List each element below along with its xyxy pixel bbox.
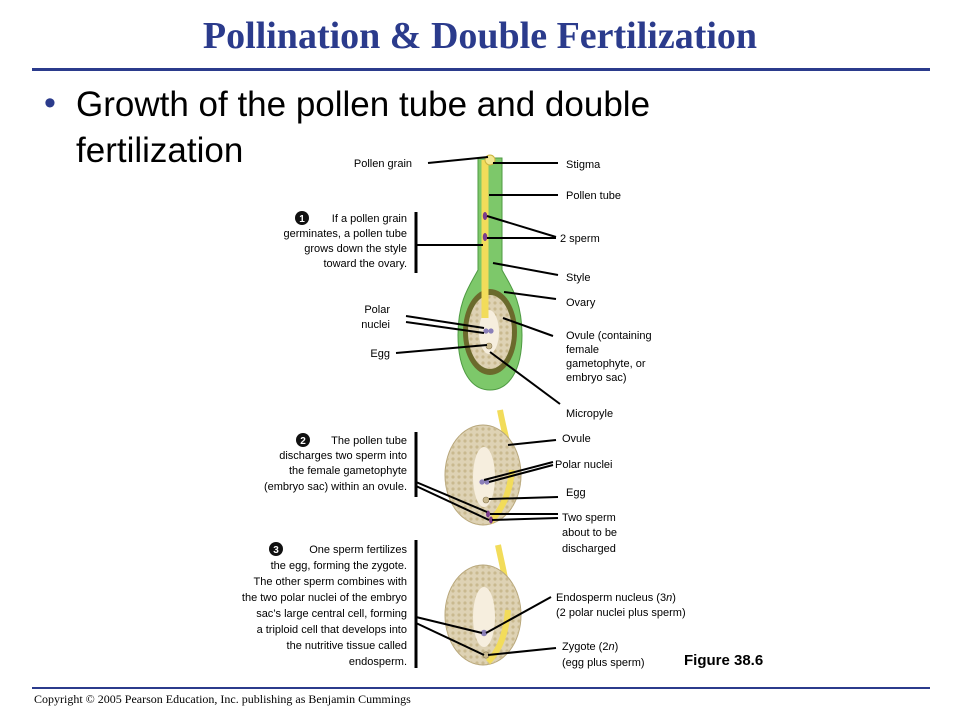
step-2-line-3: the female gametophyte — [289, 465, 407, 477]
step-1-line-4: toward the ovary. — [323, 258, 407, 270]
leader-ovary — [503, 291, 557, 300]
egg-cell-2 — [482, 496, 490, 504]
label-two-sperm-2-1: Two sperm — [562, 512, 616, 524]
leader-polar-2a — [483, 461, 554, 481]
step-3-line-7: the nutritive tissue called — [287, 640, 407, 652]
leader-pollen-grain — [427, 156, 489, 164]
step-2-number: 2 — [300, 436, 306, 447]
label-polar-1: Polar — [364, 304, 390, 316]
step-2-line-2: discharges two sperm into — [279, 450, 407, 462]
leader-egg — [395, 344, 488, 354]
leader-micropyle — [489, 351, 561, 405]
leader-step3-a — [415, 616, 483, 634]
leader-step3-b — [415, 622, 485, 656]
polar-nucleus-b — [488, 328, 494, 334]
sperm-2 — [482, 233, 488, 241]
copyright-text: Copyright © 2005 Pearson Education, Inc.… — [34, 692, 411, 706]
label-ovule-containing-2: female — [566, 344, 599, 356]
label-polar-nuclei-2: Polar nuclei — [555, 459, 612, 471]
label-ovule-containing-4: embryo sac) — [566, 372, 627, 384]
label-polar-2: nuclei — [361, 319, 390, 331]
step-descriptions: 1 If a pollen grain germinates, a pollen… — [242, 211, 407, 668]
step-3-number: 3 — [273, 545, 279, 556]
label-two-sperm-2-3: discharged — [562, 543, 616, 555]
step-3-line-1: One sperm fertilizes — [309, 544, 407, 556]
label-ovule-2: Ovule — [562, 433, 591, 445]
step-3-line-8: endosperm. — [349, 656, 407, 668]
embryo-sac-2 — [473, 447, 495, 507]
footer-rule — [32, 687, 930, 689]
label-ovule-containing-3: gametophyte, or — [566, 358, 646, 370]
step-3-line-4: the two polar nuclei of the embryo — [242, 592, 407, 604]
sperm-2b — [489, 516, 493, 524]
endosperm-nucleus-3 — [480, 629, 488, 637]
leader-step2-b — [415, 485, 490, 521]
step-1-line-3: grows down the style — [304, 243, 407, 255]
sperm-2a — [486, 510, 490, 518]
step-1-number: 1 — [299, 214, 305, 225]
leader-endosperm — [485, 596, 552, 634]
bullet-text: Growth of the pollen tube and double fer… — [76, 82, 796, 174]
label-two-sperm: 2 sperm — [560, 233, 600, 245]
leader-style — [492, 262, 559, 276]
label-stigma: Stigma — [566, 159, 601, 171]
leader-egg-2 — [488, 496, 559, 500]
step-3-line-3: The other sperm combines with — [254, 576, 407, 588]
step-3-line-5: sac’s large central cell, forming — [256, 608, 407, 620]
step-3-line-6: a triploid cell that develops into — [257, 624, 407, 636]
label-zygote-2: (egg plus sperm) — [562, 657, 645, 669]
panel-3-illustration — [444, 544, 522, 666]
leader-polar-2b — [488, 464, 554, 483]
step-1-line-2: germinates, a pollen tube — [283, 228, 407, 240]
label-pollen-grain: Pollen grain — [354, 158, 412, 170]
leader-ovule-2 — [507, 439, 557, 446]
leader-lines — [395, 156, 561, 656]
label-zygote-1: Zygote (2n) — [562, 641, 618, 653]
title-rule — [32, 68, 930, 71]
label-endosperm-2: (2 polar nuclei plus sperm) — [556, 607, 686, 619]
step-2-line-1: The pollen tube — [331, 435, 407, 447]
panel-2-illustration — [444, 409, 522, 526]
label-egg-2: Egg — [566, 487, 586, 499]
leader-sperm-2b — [491, 517, 559, 521]
pollen-tube-3-bottom — [485, 609, 511, 665]
polar-nucleus-a — [483, 328, 489, 334]
label-ovary: Ovary — [566, 297, 596, 309]
polar-nucleus-2b — [484, 479, 490, 485]
leader-ovule — [502, 317, 554, 337]
diagram-labels: Pollen grain Stigma Pollen tube 2 sperm … — [354, 158, 686, 669]
leader-step2-a — [415, 481, 488, 513]
step-2-line-4: (embryo sac) within an ovule. — [264, 481, 407, 493]
step-3-line-2: the egg, forming the zygote. — [271, 560, 407, 572]
label-endosperm-1: Endosperm nucleus (3n) — [556, 592, 676, 604]
leader-zygote — [487, 647, 557, 656]
leader-sperm-a — [486, 215, 557, 238]
embryo-sac-3 — [473, 587, 495, 647]
bullet-icon: • — [44, 84, 56, 122]
label-micropyle: Micropyle — [566, 408, 613, 420]
polar-nucleus-2a — [479, 479, 485, 485]
label-ovule-containing-1: Ovule (containing — [566, 330, 652, 342]
label-style: Style — [566, 272, 590, 284]
slide-title: Pollination & Double Fertilization — [202, 15, 758, 57]
step-2-badge — [296, 433, 310, 447]
bullet-line-2: fertilization — [76, 131, 244, 170]
sperm-1 — [482, 212, 488, 220]
label-pollen-tube: Pollen tube — [566, 190, 621, 202]
panel-1-illustration — [457, 154, 523, 391]
step-1-line-1: If a pollen grain — [332, 213, 407, 225]
step-3-badge — [269, 542, 283, 556]
leader-polar-b — [405, 321, 485, 334]
bullet-line-1: Growth of the pollen tube and double — [76, 85, 651, 124]
leader-polar-a — [405, 315, 485, 329]
figure-label: Figure 38.6 — [684, 652, 763, 669]
step-1-badge — [295, 211, 309, 225]
label-two-sperm-2-2: about to be — [562, 527, 617, 539]
label-egg: Egg — [370, 348, 390, 360]
